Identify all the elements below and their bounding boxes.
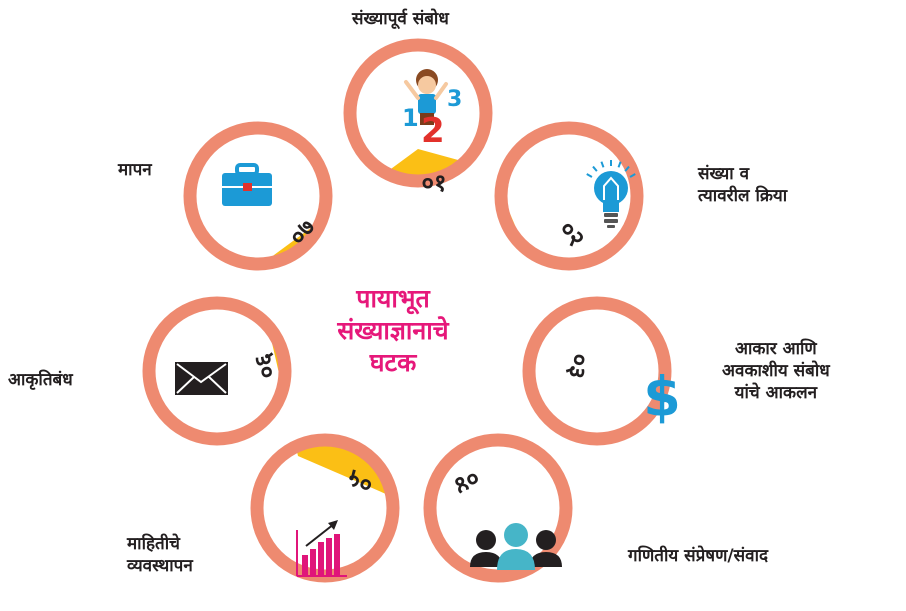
label-component-06: आकृतिबंध <box>8 370 73 390</box>
ring-component-3 <box>522 296 672 446</box>
number-component-6: ०६ <box>249 351 282 382</box>
label-component-01: संख्यापूर्व संबोध <box>352 9 449 29</box>
briefcase-icon <box>222 163 272 206</box>
label-component-07: मापन <box>118 160 152 180</box>
number-component-3: ०३ <box>562 351 595 382</box>
dollar-icon: $ <box>643 366 681 429</box>
label-component-05: माहितीचे व्यवस्थापन <box>127 534 193 577</box>
svg-text:$: $ <box>643 366 681 429</box>
svg-text:3: 3 <box>447 87 462 112</box>
center-title-line-3: घटक <box>369 348 417 377</box>
envelope-icon <box>175 362 228 395</box>
number-component-1: ०१ <box>422 169 447 197</box>
ring-component-7 <box>183 121 333 271</box>
svg-text:1: 1 <box>402 104 419 132</box>
ring-component-1 <box>343 38 493 188</box>
label-component-02: संख्या व त्यावरील क्रिया <box>698 164 788 207</box>
number-component-4: ०४ <box>450 464 485 500</box>
ring-component-4 <box>423 433 573 583</box>
number-component-2: ०२ <box>553 215 590 252</box>
center-title: पायाभूत संख्याज्ञानाचे घटक <box>318 283 468 379</box>
label-component-03: आकार आणि अवकाशीय संबोध यांचे आकलन <box>722 339 830 404</box>
ring-component-2 <box>494 121 644 271</box>
people-group-icon <box>470 523 562 570</box>
svg-text:2: 2 <box>421 111 445 151</box>
label-component-04: गणितीय संप्रेषण/संवाद <box>628 546 769 566</box>
ring-component-6 <box>142 296 292 446</box>
bar-chart-growth-icon <box>296 520 347 577</box>
lightbulb-icon <box>586 160 636 228</box>
center-title-line-2: संख्याज्ञानाचे <box>337 316 449 345</box>
center-title-line-1: पायाभूत <box>356 284 430 313</box>
